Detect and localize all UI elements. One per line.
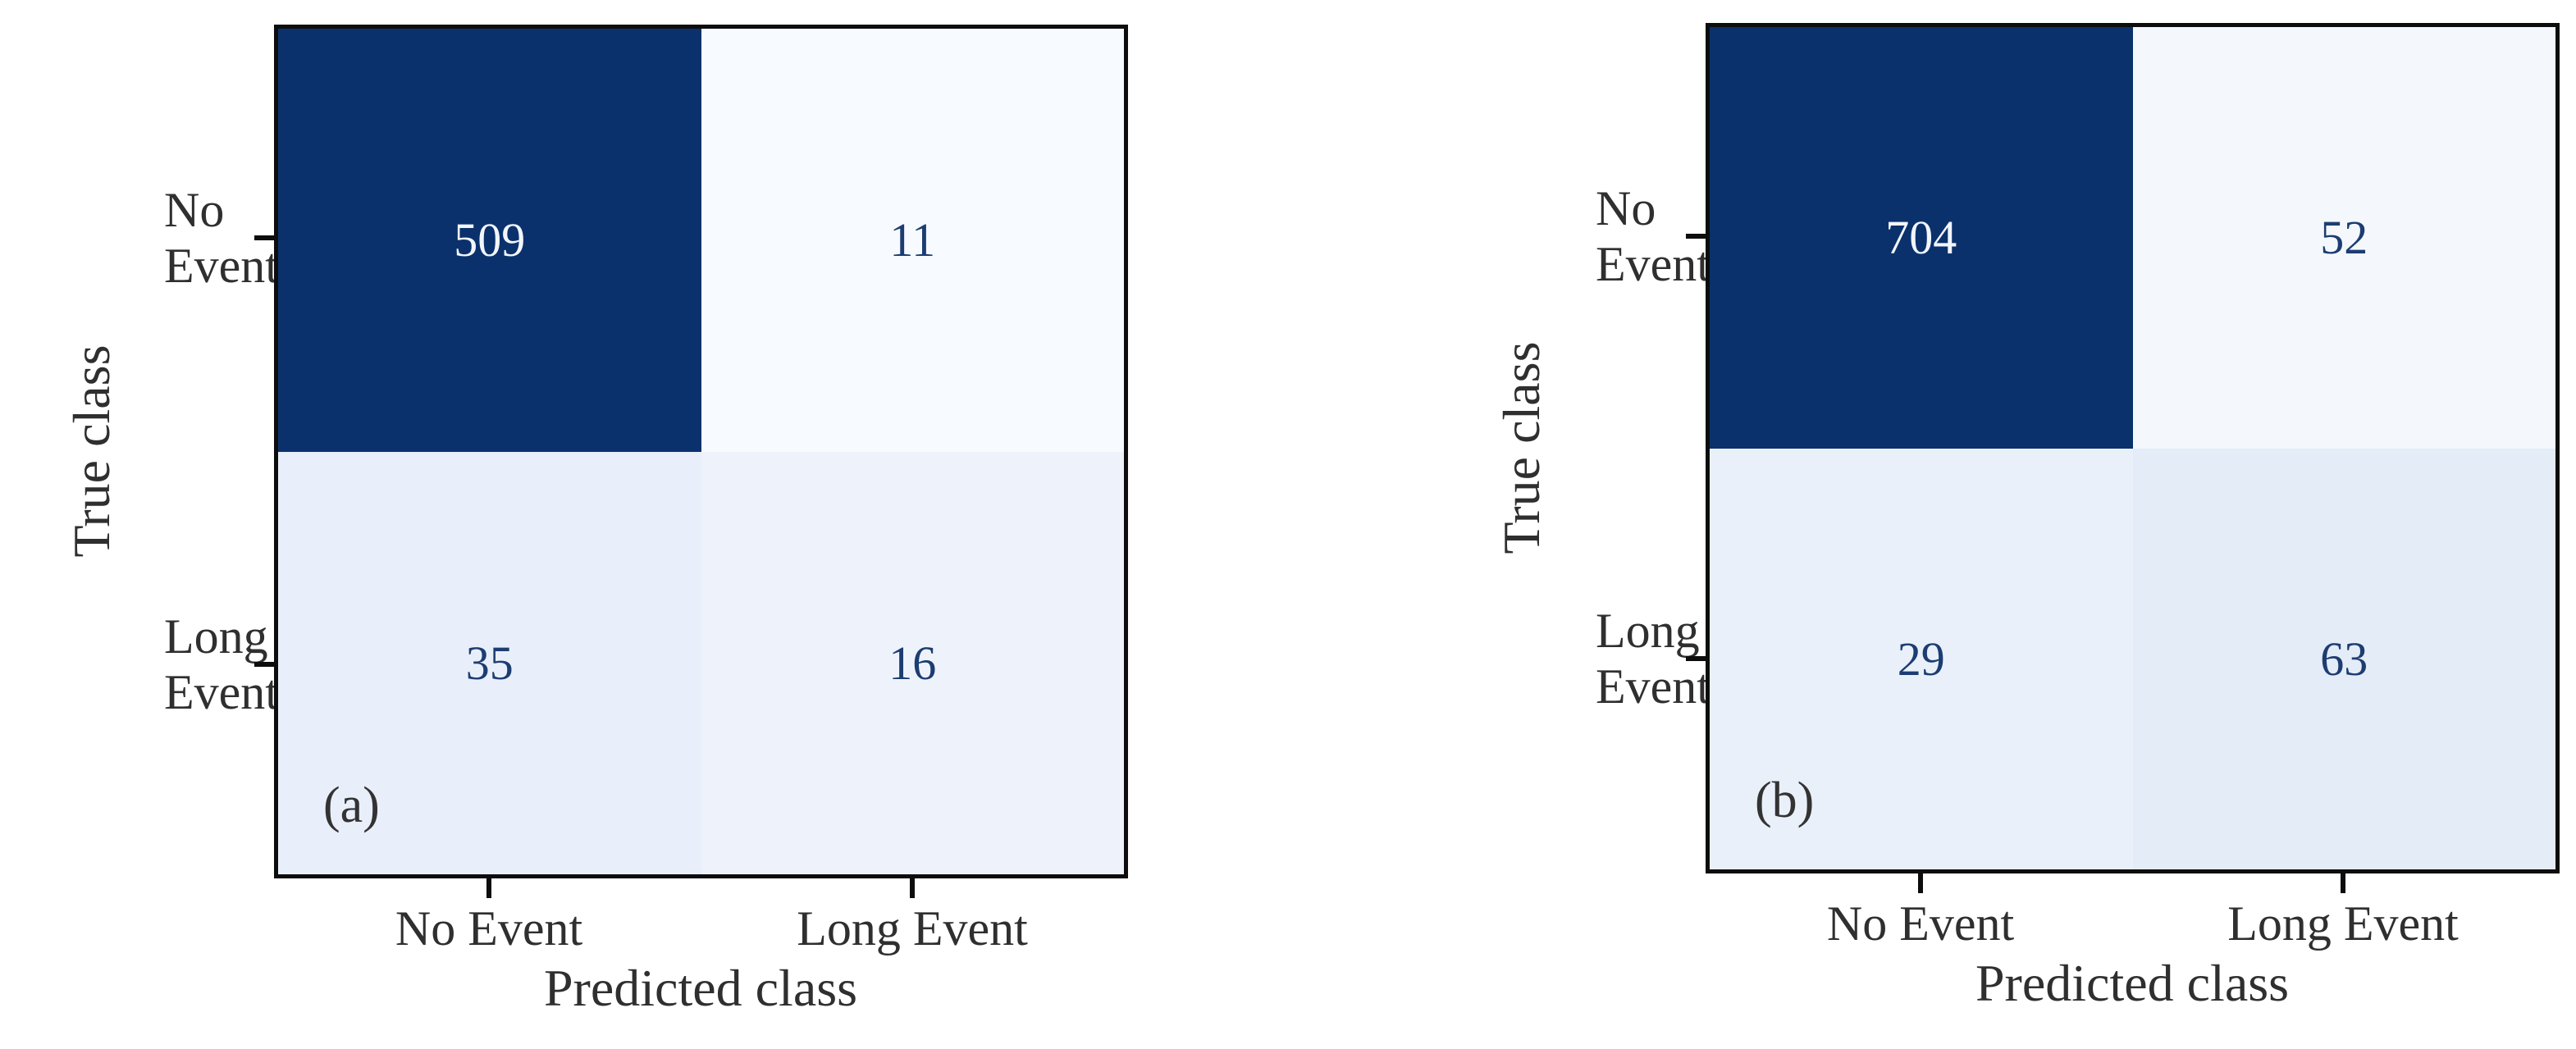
x-axis-label: Predicted class	[543, 959, 858, 1017]
matrix-cell: 35	[278, 451, 701, 874]
panel-caption: (a)	[323, 778, 380, 833]
y-tick-line: No	[164, 183, 225, 237]
y-tick-line: No	[1596, 181, 1656, 235]
y-tick-line: Long	[164, 609, 268, 664]
x-tick-label-no-event: No Event	[395, 901, 583, 956]
y-axis-label: True class	[62, 344, 121, 558]
y-tick-mark	[1686, 656, 1706, 661]
x-axis-label: Predicted class	[1975, 954, 2290, 1012]
y-tick-mark	[1686, 234, 1706, 239]
y-tick-line: Event	[1596, 659, 1710, 714]
y-tick-label-long-event: Long Event	[1596, 603, 1727, 714]
y-tick-label-no-event: No Event	[1596, 180, 1727, 292]
matrix-cell: 63	[2132, 448, 2555, 869]
matrix-cell: 29	[1710, 448, 2133, 869]
matrix-a: 509 11 35 16 (a)	[274, 25, 1128, 878]
y-axis-label: True class	[1492, 341, 1551, 554]
matrix-b: 704 52 29 63 (b)	[1706, 23, 2560, 873]
y-tick-label-long-event: Long Event	[164, 609, 295, 720]
y-tick-mark	[254, 235, 274, 240]
matrix-cell: 16	[701, 451, 1124, 874]
y-tick-line: Event	[164, 665, 279, 719]
x-tick-mark	[1918, 873, 1923, 893]
x-tick-mark	[2341, 873, 2345, 893]
x-tick-label-long-event: Long Event	[797, 901, 1028, 956]
x-tick-mark	[486, 878, 491, 898]
y-tick-line: Event	[164, 239, 279, 293]
y-tick-line: Event	[1596, 237, 1710, 291]
matrix-cell: 11	[701, 29, 1124, 452]
y-tick-mark	[254, 662, 274, 667]
matrix-cell: 704	[1710, 27, 2133, 449]
x-tick-label-long-event: Long Event	[2227, 896, 2459, 951]
panel-caption: (b)	[1755, 773, 1815, 828]
matrix-cell: 509	[278, 29, 701, 452]
y-tick-label-no-event: No Event	[164, 182, 295, 294]
y-tick-line: Long	[1596, 604, 1700, 658]
x-tick-label-no-event: No Event	[1826, 896, 2015, 951]
matrix-cell: 52	[2132, 27, 2555, 449]
x-tick-mark	[910, 878, 915, 898]
